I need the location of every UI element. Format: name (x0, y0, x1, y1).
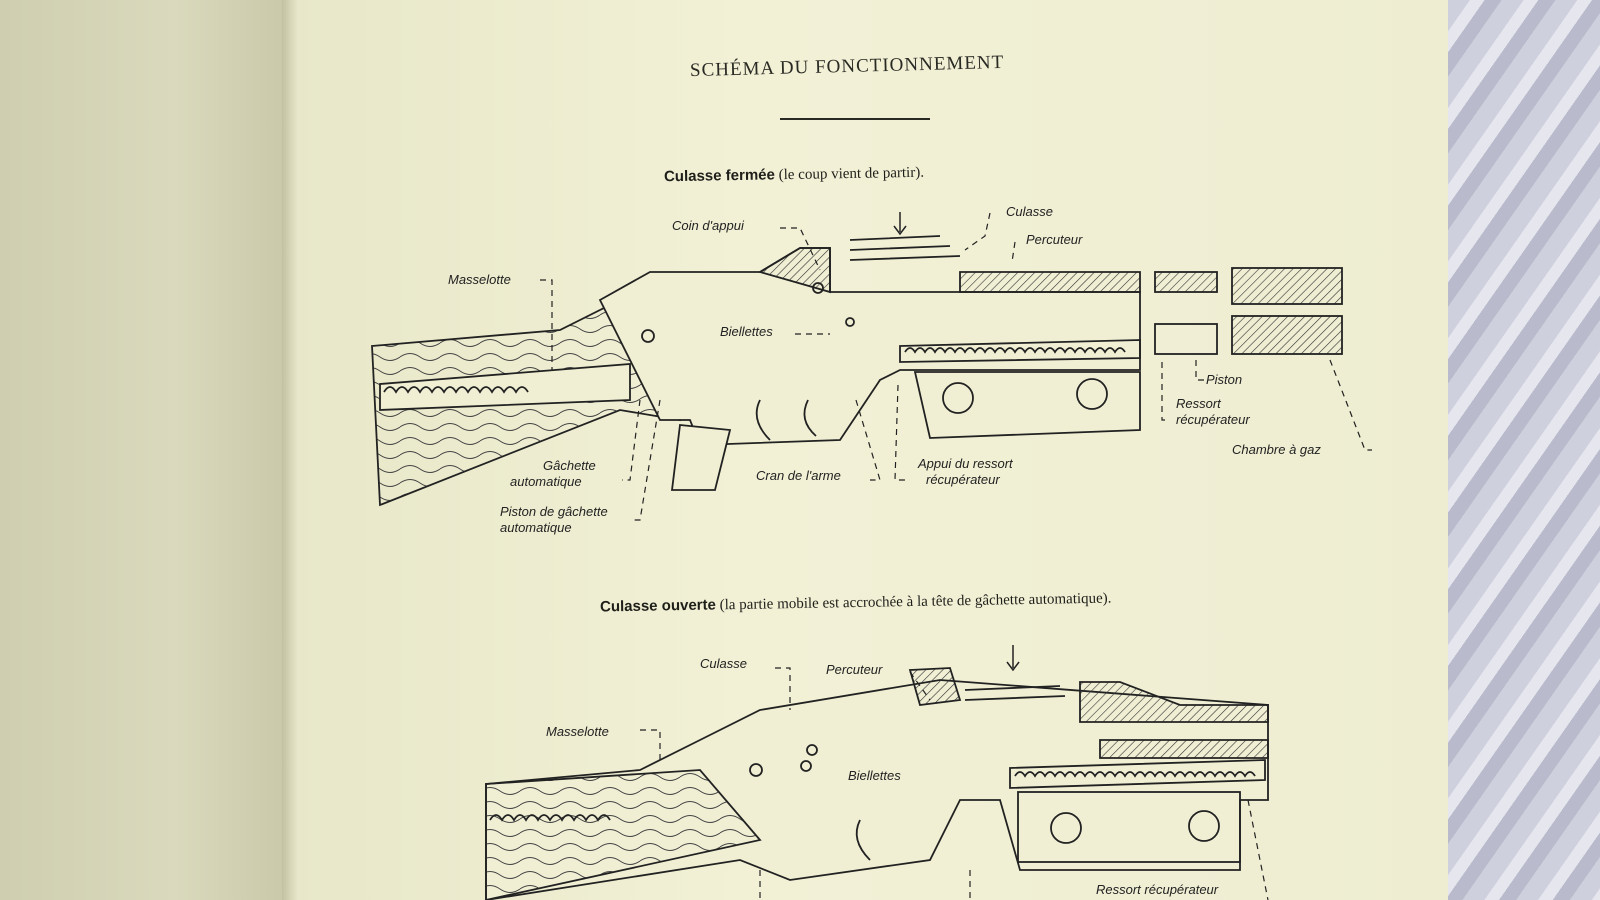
label-biellettes: Biellettes (720, 324, 773, 339)
fig2-label-ressort-recuperateur: Ressort récupérateur (1096, 882, 1219, 897)
label-gachette-line1: Gâchette (543, 458, 596, 473)
label-chambre-gaz: Chambre à gaz (1232, 442, 1321, 457)
title-divider (780, 118, 930, 120)
label-masselotte: Masselotte (448, 272, 511, 287)
fig2-label-culasse: Culasse (700, 656, 747, 671)
label-piston-gachette-line1: Piston de gâchette (500, 504, 608, 519)
fig2-label-biellettes: Biellettes (848, 768, 901, 783)
book-gutter (282, 0, 298, 900)
label-piston-gachette-line2: automatique (500, 520, 572, 535)
label-coin-appui: Coin d'appui (672, 218, 744, 233)
label-appui-ressort-line2: récupérateur (926, 472, 1000, 487)
label-appui-ressort-line1: Appui du ressort (918, 456, 1013, 471)
label-piston: Piston (1206, 372, 1243, 387)
fig2-label-masselotte: Masselotte (546, 724, 609, 739)
fig2-label-percuteur: Percuteur (826, 662, 883, 677)
label-gachette-line2: automatique (510, 474, 582, 489)
label-cran-arme: Cran de l'arme (756, 468, 841, 483)
label-ressort-line2: récupérateur (1176, 412, 1250, 427)
label-percuteur: Percuteur (1026, 232, 1083, 247)
crumpled-paper-backdrop (1448, 0, 1600, 900)
left-page (0, 0, 292, 900)
label-culasse: Culasse (1006, 204, 1053, 219)
label-ressort-line1: Ressort (1176, 396, 1221, 411)
